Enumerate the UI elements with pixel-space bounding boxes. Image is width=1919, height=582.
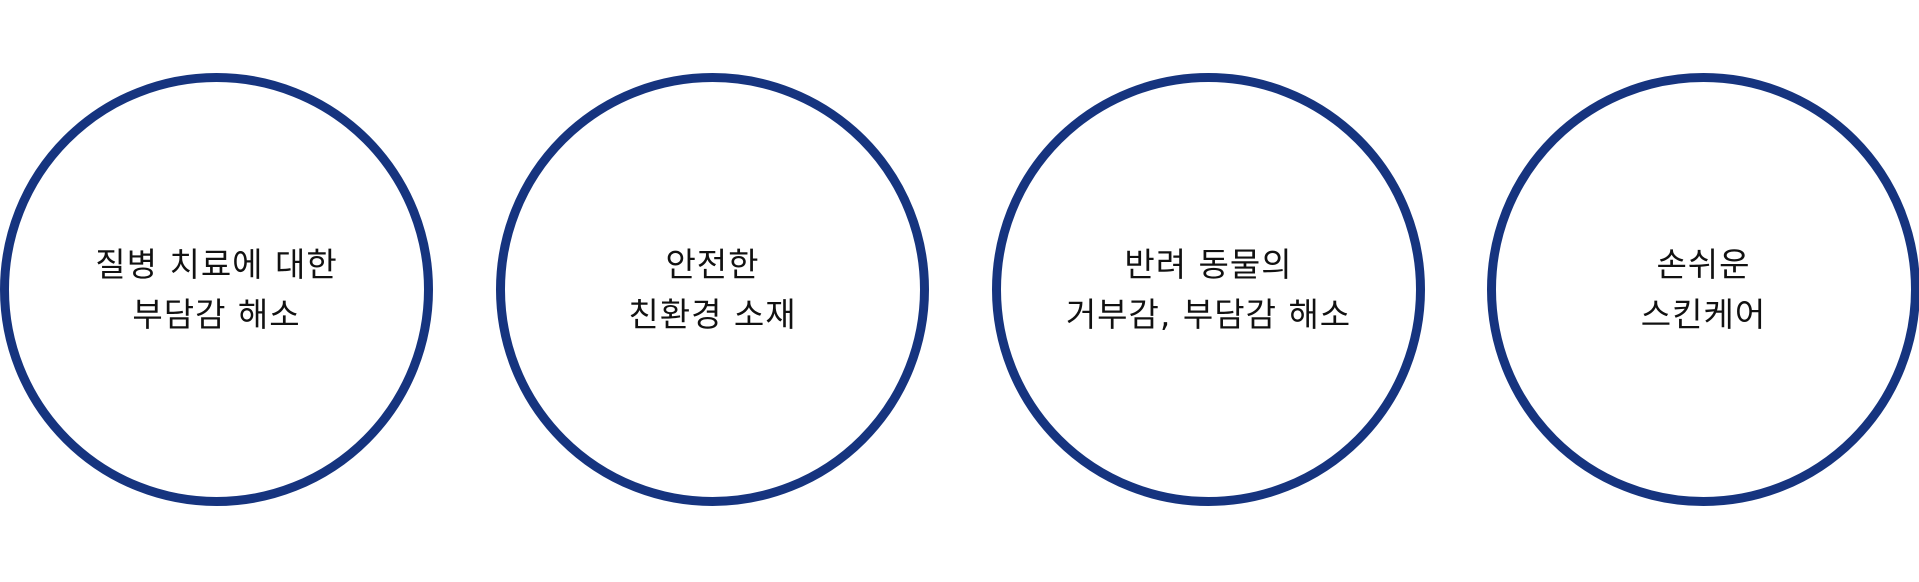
benefit-line: 거부감, 부담감 해소 <box>1065 294 1352 334</box>
benefit-line: 부담감 해소 <box>132 294 301 334</box>
benefit-circle-disease-treatment: 질병 치료에 대한 부담감 해소 <box>0 73 433 506</box>
benefit-circle-pet-comfort: 반려 동물의 거부감, 부담감 해소 <box>992 73 1425 506</box>
benefit-line: 손쉬운 <box>1656 244 1751 284</box>
benefit-text: 질병 치료에 대한 부담감 해소 <box>95 240 338 340</box>
benefit-line: 질병 치료에 대한 <box>95 244 338 284</box>
benefit-text: 안전한 친환경 소재 <box>628 240 796 340</box>
benefit-text: 반려 동물의 거부감, 부담감 해소 <box>1066 240 1351 340</box>
benefit-circle-easy-skincare: 손쉬운 스킨케어 <box>1487 73 1919 506</box>
benefit-line: 스킨케어 <box>1640 294 1767 334</box>
benefit-line: 안전한 <box>665 244 760 284</box>
benefit-circle-safe-material: 안전한 친환경 소재 <box>496 73 929 506</box>
benefit-text: 손쉬운 스킨케어 <box>1641 240 1766 340</box>
benefit-line: 반려 동물의 <box>1124 244 1293 284</box>
benefit-line: 친환경 소재 <box>628 294 797 334</box>
